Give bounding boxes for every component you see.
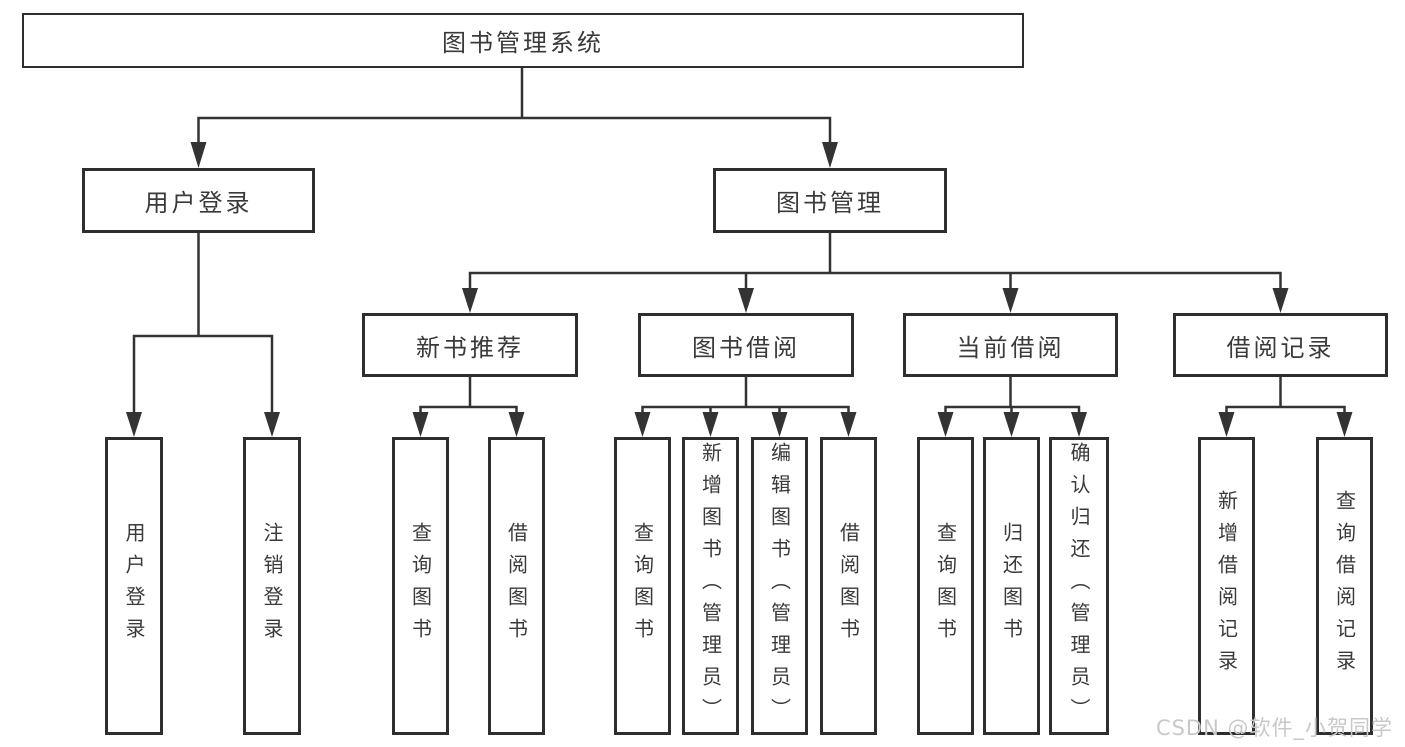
node-label: 归还图书 [999,522,1024,650]
node-book-borrow: 图书借阅 [638,313,854,377]
node-label: 确认归还（管理员） [1067,442,1091,730]
node-label: 借阅记录 [1226,333,1335,362]
node-new-book-recommend: 新书推荐 [362,313,578,377]
node-add-borrow-record: 新增借阅记录 [1198,437,1255,735]
node-borrow-record: 借阅记录 [1173,313,1388,377]
node-current-query-books: 查询图书 [917,437,974,735]
node-label: 查询借阅记录 [1332,490,1357,682]
node-label: 新增借阅记录 [1214,490,1239,682]
node-label: 当前借阅 [956,333,1065,362]
arrowheads [126,142,1353,437]
node-label: 新增图书（管理员） [698,442,723,730]
node-user-login: 用户登录 [82,168,315,233]
node-edit-books-admin: 编辑图书（管理员） [751,437,808,735]
node-newbook-borrow-books: 借阅图书 [488,437,545,735]
node-library-management-system: 图书管理系统 [22,13,1024,68]
node-label: 用户登录 [122,522,146,650]
node-label: 注销登录 [260,522,284,650]
node-label: 查询图书 [933,522,958,650]
node-return-books: 归还图书 [983,437,1040,735]
node-current-borrow: 当前借阅 [903,313,1118,377]
node-label: 编辑图书（管理员） [767,442,792,730]
node-label: 查询图书 [630,522,655,650]
node-newbook-query-books: 查询图书 [392,437,449,735]
node-logout-action: 注销登录 [243,437,301,735]
node-label: 图书管理系统 [442,29,604,57]
node-book-management: 图书管理 [713,168,947,233]
node-label: 用户登录 [144,189,253,217]
node-query-borrow-record: 查询借阅记录 [1316,437,1373,735]
node-borrow-books-action: 借阅图书 [820,437,877,735]
connector-lines [132,68,1346,412]
node-label: 借阅图书 [836,522,861,650]
node-add-books-admin: 新增图书（管理员） [682,437,739,735]
csdn-watermark: CSDN @软件_小贺同学 [1155,716,1393,740]
node-borrow-query-books: 查询图书 [614,437,671,735]
node-label: 图书管理 [776,189,884,217]
node-label: 新书推荐 [416,333,524,362]
node-user-login-action: 用户登录 [105,437,163,735]
node-label: 查询图书 [408,522,433,650]
node-label: 图书借阅 [692,333,800,362]
node-confirm-return-admin: 确认归还（管理员） [1049,437,1109,735]
node-label: 借阅图书 [504,522,529,650]
